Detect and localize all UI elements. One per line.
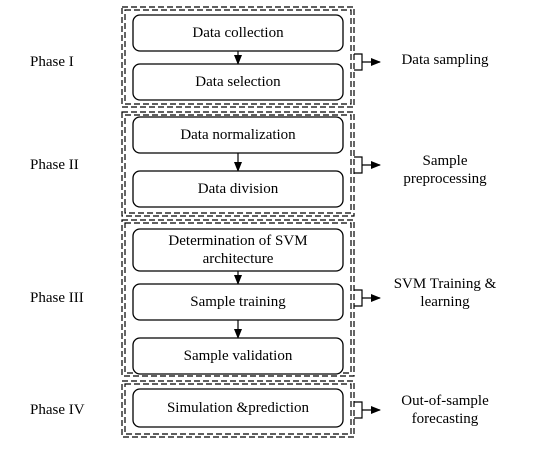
outcome-bracket bbox=[354, 401, 363, 419]
phase-label: Phase III bbox=[30, 290, 84, 306]
step-box: Sample training bbox=[132, 283, 344, 321]
step-box-outline bbox=[132, 337, 344, 375]
phase-label: Phase II bbox=[30, 157, 79, 173]
step-label-line-1: Data division bbox=[198, 181, 279, 197]
outcome-label-line-2: forecasting bbox=[412, 411, 479, 427]
step-box: Sample validation bbox=[132, 337, 344, 375]
step-label-line-1: Data selection bbox=[195, 74, 281, 90]
step-label-line-2: architecture bbox=[203, 251, 274, 267]
outcome-label-line-2: learning bbox=[420, 294, 470, 310]
step-label-line-1: Simulation &prediction bbox=[167, 400, 310, 416]
phase-border-outer bbox=[121, 111, 355, 217]
outcome-label-line-1: Out-of-sample bbox=[401, 393, 489, 409]
phase-border-inner bbox=[124, 9, 352, 105]
step-box: Data normalization bbox=[132, 116, 344, 154]
step-box: Data selection bbox=[132, 63, 344, 101]
outcome-label-line-1: Sample bbox=[423, 153, 468, 169]
step-label-line-1: Data normalization bbox=[180, 127, 296, 143]
step-box: Simulation &prediction bbox=[132, 388, 344, 428]
step-box: Data division bbox=[132, 170, 344, 208]
step-box: Determination of SVM architecture bbox=[132, 228, 344, 272]
outcome-label-line-1: Data sampling bbox=[401, 52, 489, 68]
phase-border-outer bbox=[121, 219, 355, 377]
phase-border-inner bbox=[124, 114, 352, 214]
step-box-outline bbox=[132, 63, 344, 101]
step-label-line-1: Determination of SVM bbox=[168, 233, 307, 249]
outcome-bracket bbox=[354, 53, 363, 71]
phase-3: Phase III Determination of SVM architectur… bbox=[30, 219, 497, 377]
phase-4: Phase IV Simulation &prediction Out-of-sam… bbox=[30, 380, 489, 438]
outcome-label-line-1: SVM Training & bbox=[394, 276, 497, 292]
step-box: Data collection bbox=[132, 14, 344, 52]
step-box-outline bbox=[132, 388, 344, 428]
phase-border-outer bbox=[121, 6, 355, 108]
step-label-line-1: Data collection bbox=[192, 25, 284, 41]
phase-label: Phase IV bbox=[30, 402, 85, 418]
step-box-outline bbox=[132, 170, 344, 208]
phase-border-inner bbox=[124, 383, 352, 435]
step-label-line-1: Sample training bbox=[190, 294, 286, 310]
outcome-label-line-2: preprocessing bbox=[403, 171, 487, 187]
outcome-bracket bbox=[354, 289, 363, 307]
step-label-line-1: Sample validation bbox=[184, 348, 293, 364]
outcome-bracket bbox=[354, 156, 363, 174]
phase-label: Phase I bbox=[30, 54, 74, 70]
